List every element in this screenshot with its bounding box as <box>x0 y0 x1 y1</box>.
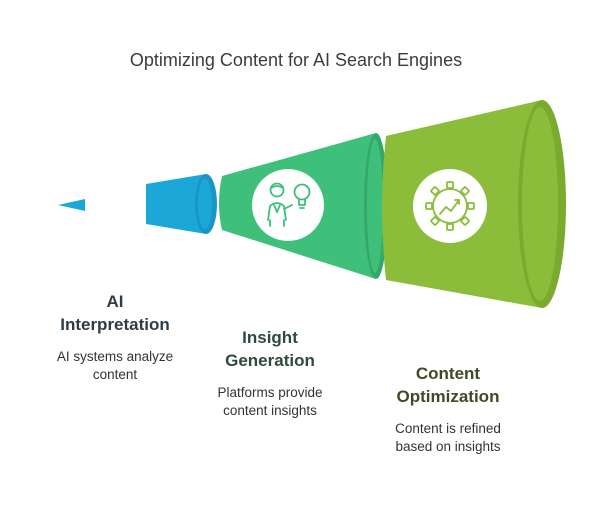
stage-3-text: Content Optimization Content is refined … <box>368 362 528 456</box>
stage-1-text: AI Interpretation AI systems analyze con… <box>40 290 190 384</box>
stage-1-desc-line: content <box>92 367 138 382</box>
stage-3-desc-line: based on insights <box>395 439 501 454</box>
stage-1-title-line: Interpretation <box>60 315 170 334</box>
stage-1-title-line: AI <box>106 292 124 311</box>
stage-1-cone <box>58 174 217 234</box>
diagram-title: Optimizing Content for AI Search Engines <box>129 50 463 70</box>
stage-2-description: Platforms provide content insights <box>195 384 345 420</box>
stage-3-title-line: Optimization <box>396 387 500 406</box>
stage-2-title: Insight Generation <box>195 326 345 372</box>
stage-1-title: AI Interpretation <box>40 290 190 336</box>
stage-2-text: Insight Generation Platforms provide con… <box>195 326 345 420</box>
stage-3-desc-line: Content is refined <box>395 421 501 436</box>
binary-row: 10 <box>130 192 143 205</box>
stage-2-desc-line: content insights <box>223 403 317 418</box>
stage-2-title-line: Generation <box>225 351 315 370</box>
binary-row: 01 <box>130 180 144 193</box>
stage-3-title: Content Optimization <box>368 362 528 408</box>
binary-digits: 01 10 01 01 <box>130 180 144 229</box>
binary-row: 01 <box>130 216 144 229</box>
person-lightbulb-icon <box>252 169 324 241</box>
stage-2-desc-line: Platforms provide <box>217 385 323 400</box>
binary-row: 01 <box>130 204 144 217</box>
brain-binary-icon <box>102 182 126 229</box>
stage-2-title-line: Insight <box>242 328 298 347</box>
stage-3-title-line: Content <box>415 364 481 383</box>
gear-chart-icon <box>413 169 487 243</box>
stage-1-description: AI systems analyze content <box>40 348 190 384</box>
stage-3-description: Content is refined based on insights <box>368 420 528 456</box>
stage-1-desc-line: AI systems analyze <box>56 349 174 364</box>
